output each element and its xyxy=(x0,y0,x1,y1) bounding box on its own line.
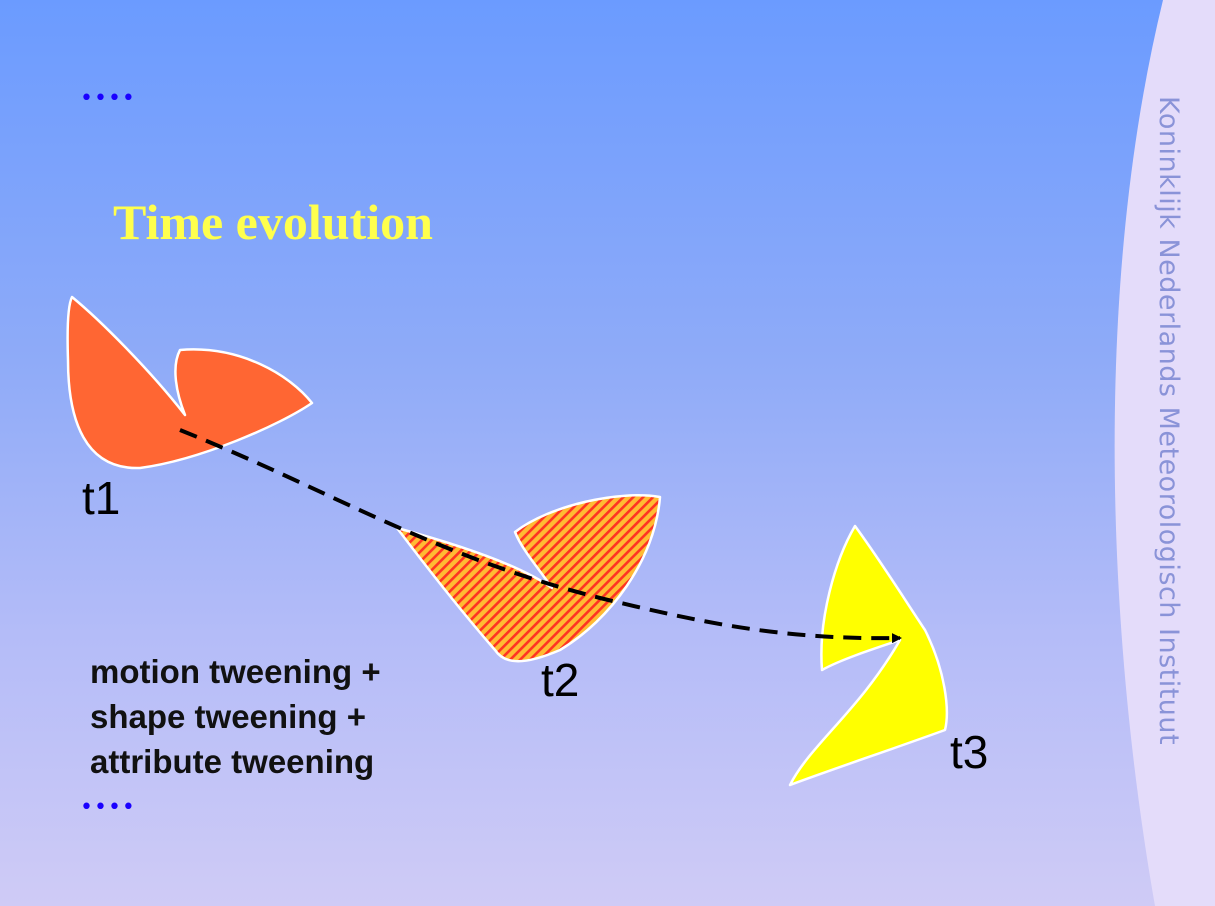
caption-line-3: attribute tweening xyxy=(90,743,375,780)
tweening-caption: motion tweening + shape tweening + attri… xyxy=(90,649,381,784)
label-t2: t2 xyxy=(541,654,580,706)
caption-line-1: motion tweening + xyxy=(90,653,381,690)
dashed-motion-arrow xyxy=(179,428,902,644)
shape-t1 xyxy=(66,295,314,470)
bullet-dots-top: •••• xyxy=(80,86,136,111)
slide-title: Time evolution xyxy=(113,194,433,250)
organization-name: Koninklijk Nederlands Meteorologisch Ins… xyxy=(1153,96,1184,746)
label-t3: t3 xyxy=(950,726,989,778)
caption-line-2: shape tweening + xyxy=(90,698,366,735)
bullet-dots-bottom: •••• xyxy=(80,795,136,820)
shape-t3 xyxy=(788,524,949,787)
label-t1: t1 xyxy=(82,472,121,524)
